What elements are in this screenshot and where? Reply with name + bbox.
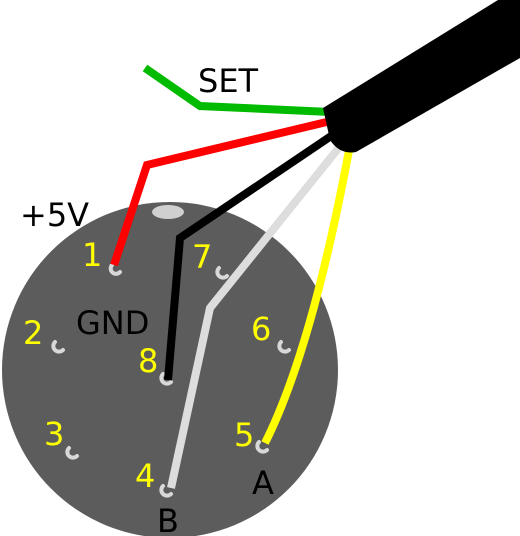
connector-key-notch xyxy=(152,205,184,219)
wire-a-yellow xyxy=(261,144,354,445)
cable-jacket xyxy=(323,0,520,153)
pin-socket-5 xyxy=(255,440,269,454)
pin-number-4: 4 xyxy=(135,457,155,495)
pin-socket-7 xyxy=(215,266,229,280)
pin-number-1: 1 xyxy=(82,236,102,274)
wire-b-white xyxy=(167,137,349,489)
pin-number-5: 5 xyxy=(234,416,254,454)
label-set: SET xyxy=(198,62,259,100)
wire-gnd-black xyxy=(164,126,343,381)
label-gnd: GND xyxy=(76,304,149,342)
pin-socket-2 xyxy=(51,340,65,354)
pin-socket-1 xyxy=(108,263,122,276)
pin-socket-3 xyxy=(65,446,79,460)
label-b: B xyxy=(157,502,179,536)
pin-socket-6 xyxy=(277,340,291,354)
pin-socket-8 xyxy=(159,372,173,386)
pin-number-8: 8 xyxy=(138,342,158,380)
pin-number-6: 6 xyxy=(251,310,271,348)
label-a: A xyxy=(252,464,274,502)
pin-sockets xyxy=(51,263,291,498)
pin-socket-4 xyxy=(159,484,173,498)
pin-number-3: 3 xyxy=(44,415,64,453)
wire-5v-red xyxy=(110,116,336,267)
pin-number-7: 7 xyxy=(192,238,212,276)
wire-set-green xyxy=(142,64,331,116)
pin-number-2: 2 xyxy=(23,314,43,352)
label-plus5v: +5V xyxy=(20,196,89,234)
